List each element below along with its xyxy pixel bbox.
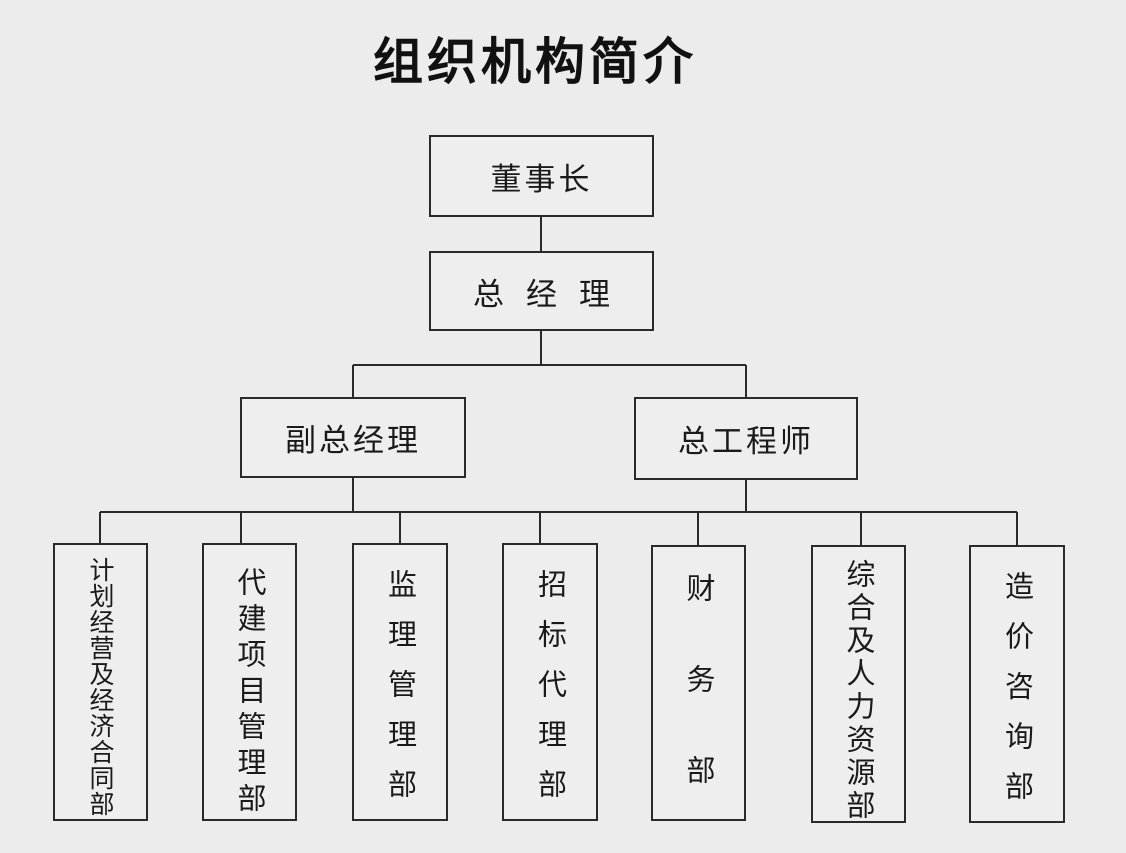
chairman-box: 董事长 xyxy=(429,135,654,217)
deputy-general-manager-label: 副总经理 xyxy=(285,423,421,459)
dept-label: 综合及人力资源部 xyxy=(842,559,876,823)
dept-cost-consulting: 造价咨询部 xyxy=(969,545,1065,823)
general-manager-box: 总经理 xyxy=(429,251,654,331)
chief-engineer-box: 总工程师 xyxy=(634,397,858,480)
dept-label: 招标代理部 xyxy=(533,569,568,819)
dept-finance: 财务部 xyxy=(651,545,746,846)
chairman-label: 董事长 xyxy=(490,161,593,198)
dept-label: 造价咨询部 xyxy=(1000,571,1035,821)
dept-label: 代建项目管理部 xyxy=(233,567,267,819)
page-title: 组织机构简介 xyxy=(373,33,697,91)
dept-supervision: 监理管理部 xyxy=(352,543,448,821)
general-manager-label: 总经理 xyxy=(473,276,632,313)
dept-project-management: 代建项目管理部 xyxy=(202,543,297,821)
chief-engineer-label: 总工程师 xyxy=(678,424,814,460)
dept-label: 计划经营及经济合同部 xyxy=(86,557,115,817)
dept-admin-hr: 综合及人力资源部 xyxy=(811,545,906,823)
dept-planning-contract: 计划经营及经济合同部 xyxy=(53,543,148,821)
dept-label: 监理管理部 xyxy=(383,569,418,819)
deputy-general-manager-box: 副总经理 xyxy=(240,397,466,478)
dept-label: 财务部 xyxy=(682,573,716,846)
dept-tender-agency: 招标代理部 xyxy=(502,543,598,821)
